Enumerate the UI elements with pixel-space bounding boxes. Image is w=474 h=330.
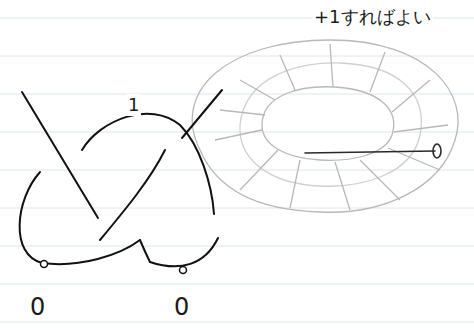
note-text: +1すればよい (312, 6, 433, 28)
framing-number: 0 (174, 294, 189, 320)
framing-number: 0 (30, 294, 45, 320)
framing-number: 1 (126, 94, 141, 116)
